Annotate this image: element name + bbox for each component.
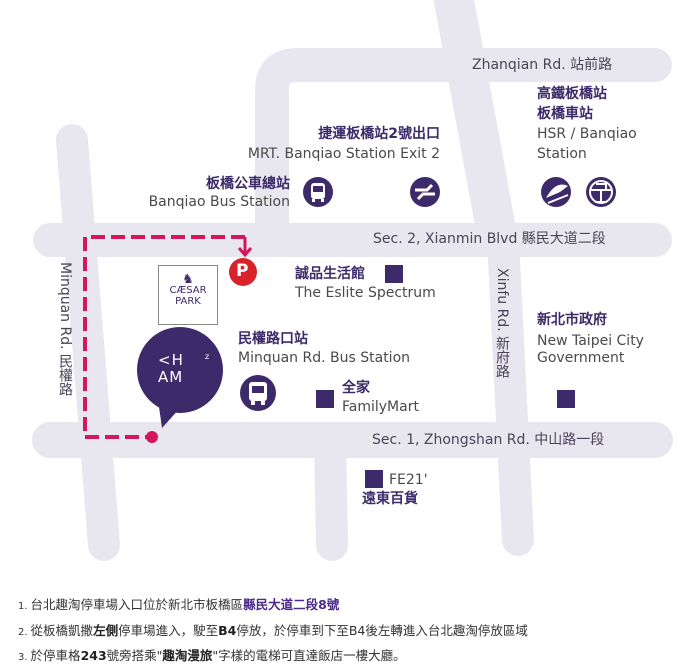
note-text: 停車場進入，駛至: [118, 623, 219, 638]
eslite-marker: [385, 265, 403, 283]
note-number: 2.: [18, 627, 28, 638]
road-xinfu: [487, 224, 534, 556]
note-bold: 左側: [93, 623, 119, 638]
note-bold: B4: [218, 623, 237, 638]
note-text: 於停車格: [30, 648, 81, 663]
parking-label: P: [236, 261, 249, 281]
route-arrow-icon: [237, 237, 253, 258]
familymart-label-zh: 全家: [342, 380, 370, 396]
hsr-label-en-1: HSR / Banqiao: [537, 126, 637, 142]
bus-icon: [303, 177, 333, 207]
minquan-bus-label-en: Minquan Rd. Bus Station: [238, 350, 411, 366]
familymart-label-en: FamilyMart: [342, 399, 419, 415]
note-number: 1.: [18, 601, 28, 612]
road-label-zhongshan: Sec. 1, Zhongshan Rd. 中山路一段: [372, 432, 605, 448]
hotel-logo-bubble: [137, 327, 223, 428]
parking-icon: [229, 258, 257, 286]
fe21-label-en: FE21': [389, 472, 428, 488]
hsr-label-en-2: Station: [537, 146, 587, 162]
map-roads: [32, 0, 673, 561]
bus-station-label-en: Banqiao Bus Station: [148, 194, 290, 210]
caesar-park-logo: ♞ CÆSAR PARK: [158, 265, 218, 325]
note-text: 停放，於停車到下至B4後左轉進入台北趣淘停放區域: [236, 623, 528, 638]
road-label-xinfu: Xinfu Rd. 新府路: [494, 268, 510, 379]
familymart-marker: [316, 390, 334, 408]
bus-station-label-zh: 板橋公車總站: [206, 176, 290, 192]
eslite-label-en: The Eslite Spectrum: [295, 285, 436, 301]
road-diagonal: [433, 0, 518, 260]
mrt-icon: [410, 177, 440, 207]
fe21-marker: [365, 470, 383, 488]
note-number: 3.: [18, 652, 28, 663]
mrt-label-zh: 捷運板橋站2號出口: [318, 126, 440, 142]
hsr-icon: [541, 177, 571, 207]
note-2: 2.從板橋凱撒左側停車場進入，駛至B4停放，於停車到下至B4後左轉進入台北趣淘停…: [18, 620, 528, 639]
hsr-label-zh-2: 板橋車站: [537, 106, 593, 122]
road-minquan: [56, 124, 120, 561]
ntpc-label-en-2: Government: [537, 350, 625, 366]
eslite-label-zh: 誠品生活館: [295, 266, 365, 282]
caesar-logo-line2: PARK: [175, 296, 201, 307]
note-text: 號旁搭乘": [106, 648, 163, 663]
caesar-logo-line1: CÆSAR: [169, 285, 207, 296]
note-bold: 趣淘漫旅: [162, 648, 213, 663]
note-text: "字樣的電梯可直達飯店一樓大廳。: [212, 648, 406, 663]
hotel-logo-line2: AM: [158, 368, 184, 386]
note-address: 縣民大道二段8號: [243, 597, 340, 612]
minquan-bus-label-zh: 民權路口站: [238, 331, 308, 347]
bus-icon: [240, 375, 276, 411]
road-south: [314, 424, 348, 561]
road-label-minquan: Minquan Rd. 民權路: [57, 262, 73, 397]
note-text: 從板橋凱撒: [30, 623, 94, 638]
fe21-label-zh: 遠東百貨: [362, 491, 418, 507]
hotel-logo-sup: z: [205, 352, 210, 361]
note-1: 1.台北趣淘停車場入口位於新北市板橋區縣民大道二段8號: [18, 594, 339, 613]
ntpc-label-zh: 新北市政府: [537, 312, 607, 328]
ntpc-marker: [557, 390, 575, 408]
route-end-dot: [146, 431, 158, 443]
note-bold: 243: [80, 648, 107, 663]
note-text: 台北趣淘停車場入口位於新北市板橋區: [30, 597, 244, 612]
ntpc-label-en-1: New Taipei City: [537, 333, 644, 349]
road-zhanqian: [255, 48, 672, 257]
road-label-xianmin: Sec. 2, Xianmin Blvd 縣民大道二段: [373, 231, 606, 247]
mrt-label-en: MRT. Banqiao Station Exit 2: [247, 146, 440, 162]
route-path: [83, 235, 245, 439]
note-3: 3.於停車格243號旁搭乘"趣淘漫旅"字樣的電梯可直達飯店一樓大廳。: [18, 645, 406, 664]
caesar-emblem-icon: ♞: [182, 272, 194, 287]
hotel-logo: <H AM: [158, 352, 184, 386]
railway-icon: [586, 177, 616, 207]
road-label-zhanqian: Zhanqian Rd. 站前路: [472, 57, 613, 73]
hsr-label-zh-1: 高鐵板橋站: [537, 86, 607, 102]
hotel-logo-line1: <H: [158, 351, 184, 369]
